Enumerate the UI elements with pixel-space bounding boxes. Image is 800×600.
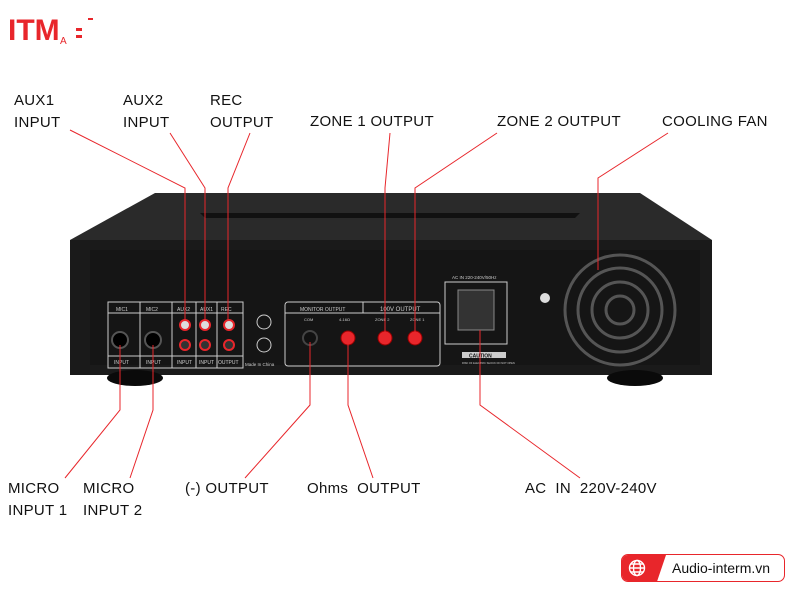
callout-ac-in: AC IN 220V-240V xyxy=(525,480,657,497)
callout-micro-input-2: MICRO INPUT 2 xyxy=(83,478,142,522)
panel-text: OUTPUT xyxy=(218,360,239,366)
website-badge[interactable]: Audio-interm.vn xyxy=(621,554,785,582)
rec-label: REC xyxy=(221,307,232,313)
callout-zone1-output: ZONE 1 OUTPUT xyxy=(310,113,434,130)
callout-negative-output: (-) OUTPUT xyxy=(185,480,269,497)
panel-text: CAUTION xyxy=(469,354,492,360)
callout-ohms-output: Ohms OUTPUT xyxy=(307,480,421,497)
panel-text: OUTPUT xyxy=(210,114,274,131)
panel-text: A xyxy=(60,36,67,46)
callout-lines xyxy=(64,129,669,479)
callout-zone2-output: ZONE 2 OUTPUT xyxy=(497,113,621,130)
ac-inlet xyxy=(457,289,495,331)
panel-text: ITM xyxy=(8,14,60,46)
panel-text: INPUT xyxy=(14,114,61,131)
panel-text: INPUT xyxy=(114,360,129,366)
globe-icon xyxy=(622,555,666,581)
cooling-fan xyxy=(563,253,677,367)
panel-text: MONITOR OUTPUT xyxy=(300,307,345,313)
panel-text: COM xyxy=(304,317,313,322)
panel-text: INPUT xyxy=(123,114,170,131)
panel-text: ZONE 2 xyxy=(375,317,390,322)
panel-text: AUX2 xyxy=(123,92,164,109)
panel-text: INPUT 2 xyxy=(83,502,143,519)
callout-cooling-fan: COOLING FAN xyxy=(662,113,768,130)
panel-text: MICRO xyxy=(83,480,135,497)
panel-text: ZONE 1 xyxy=(410,317,425,322)
website-url[interactable]: Audio-interm.vn xyxy=(672,560,771,576)
panel-text: RISK OF ELECTRIC SHOCK DO NOT OPEN xyxy=(462,361,515,365)
panel-text: AUX1 xyxy=(14,92,55,109)
panel-text: REC xyxy=(210,92,243,109)
mic2-label: MIC2 xyxy=(146,307,158,313)
panel-text: INPUT xyxy=(177,360,192,366)
panel-text: 4-16Ω xyxy=(339,317,350,322)
panel-text: INPUT 1 xyxy=(8,502,68,519)
panel-text: AC IN 220-240V/50Hz xyxy=(452,275,497,280)
mic1-label: MIC1 xyxy=(116,307,128,313)
aux2-label: AUX2 xyxy=(177,307,190,313)
aux1-label: AUX1 xyxy=(200,307,213,313)
panel-text: 100V OUTPUT xyxy=(380,307,421,313)
panel-text: MICRO xyxy=(8,480,60,497)
panel-text: Made In China xyxy=(245,362,275,367)
panel-text: INPUT xyxy=(199,360,214,366)
callout-micro-input-1: MICRO INPUT 1 xyxy=(8,478,67,522)
rca-jacks xyxy=(179,319,235,351)
callout-rec-output: REC OUTPUT xyxy=(210,90,273,134)
